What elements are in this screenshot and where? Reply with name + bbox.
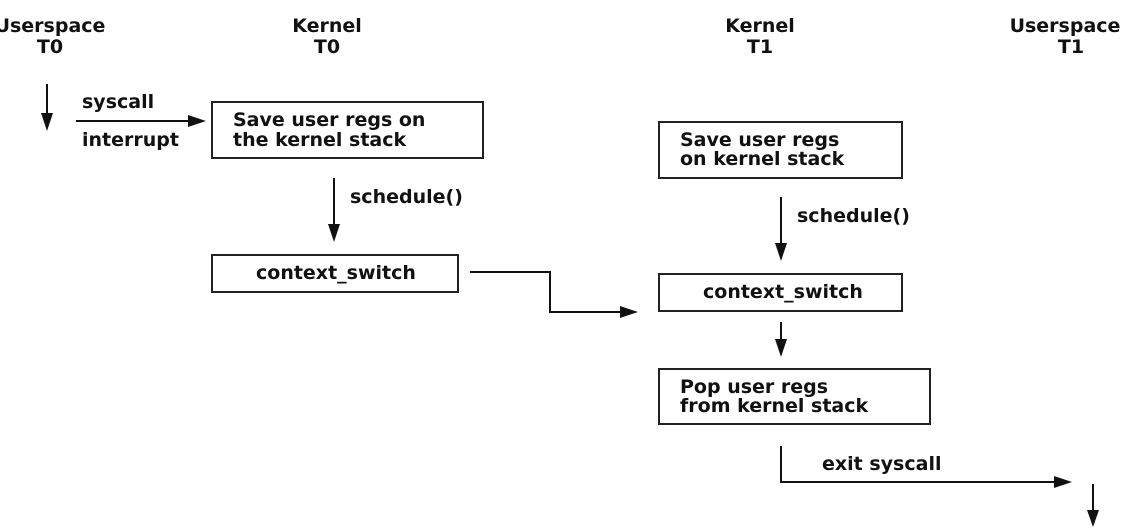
header-userspace-t1-line2: T1 [1058, 36, 1084, 58]
header-kernel-t1-line1: Kernel [725, 15, 795, 37]
pop-regs-t1-line2: from kernel stack [680, 395, 868, 417]
save-regs-t0-box: Save user regs on the kernel stack [211, 101, 484, 159]
header-kernel-t0-line2: T0 [314, 36, 340, 58]
header-userspace-t1-line1: Userspace [1010, 15, 1121, 37]
save-regs-t0-line2: the kernel stack [233, 129, 407, 151]
pop-regs-t1-line1: Pop user regs [680, 376, 828, 398]
switch-to-t1-arrow [470, 271, 638, 318]
context-switch-t0-box: context_switch [211, 254, 459, 293]
interrupt-label: interrupt [82, 129, 179, 151]
header-userspace-t0-line1: Userspace [0, 15, 105, 37]
userspace-t0-flow-arrow [41, 84, 53, 131]
save-regs-t1-box: Save user regs on kernel stack [658, 121, 903, 179]
header-userspace-t0-line2: T0 [37, 36, 63, 58]
save-regs-t1-line1: Save user regs [680, 129, 839, 151]
schedule-t0-label: schedule() [350, 186, 463, 208]
to-pop-regs-arrow [775, 322, 787, 357]
exit-syscall-label: exit syscall [822, 453, 941, 475]
header-kernel-t0: Kernel T0 [292, 15, 362, 58]
header-userspace-t1: Userspace T1 [1010, 15, 1121, 58]
context-switch-t1-text: context_switch [703, 281, 863, 303]
context-switch-t0-text: context_switch [256, 262, 416, 284]
header-kernel-t1: Kernel T1 [725, 15, 795, 58]
syscall-label: syscall [82, 91, 154, 113]
header-kernel-t0-line1: Kernel [292, 15, 362, 37]
schedule-t1-arrow [775, 197, 787, 261]
userspace-t1-flow-arrow [1087, 484, 1099, 527]
save-regs-t0-line1: Save user regs on [233, 109, 425, 131]
save-regs-t1-line2: on kernel stack [680, 148, 845, 170]
pop-regs-t1-box: Pop user regs from kernel stack [658, 368, 931, 425]
schedule-t0-arrow [328, 178, 340, 242]
schedule-t1-label: schedule() [797, 205, 910, 227]
syscall-entry-arrow [76, 115, 206, 127]
context-switch-t1-box: context_switch [658, 273, 903, 312]
header-kernel-t1-line2: T1 [747, 36, 773, 58]
exit-syscall-arrow [780, 446, 1072, 488]
header-userspace-t0: Userspace T0 [0, 15, 105, 58]
